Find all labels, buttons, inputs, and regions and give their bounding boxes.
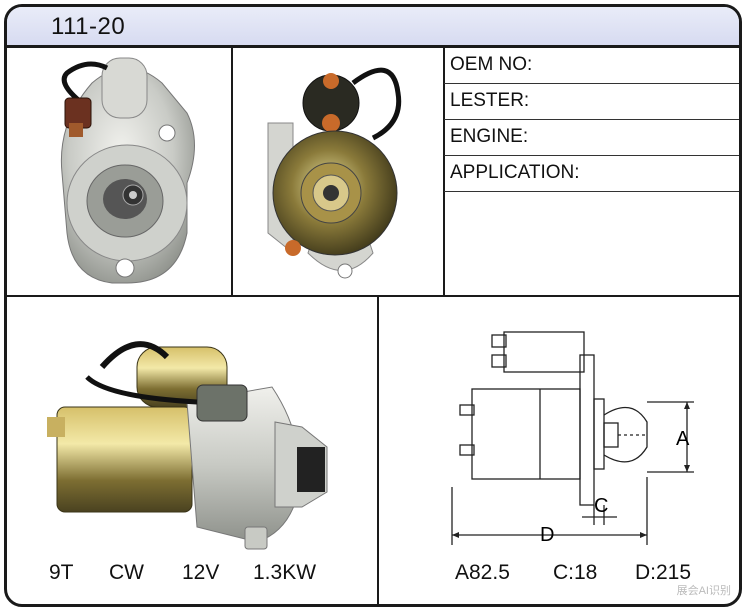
spec-oem-label: OEM NO: xyxy=(450,54,533,75)
divider-v-bottom xyxy=(377,295,379,604)
dimension-drawing: A C D xyxy=(451,331,694,546)
starter-front-photo xyxy=(60,57,195,284)
divider-v-2 xyxy=(443,45,445,295)
spec-application: APPLICATION: xyxy=(450,155,739,191)
spec-engine: ENGINE: xyxy=(450,119,739,155)
dimension-d-label: D xyxy=(540,524,554,546)
spec-line-1 xyxy=(444,83,739,84)
spec-oem: OEM NO: xyxy=(450,47,739,83)
dimension-a-label: A xyxy=(676,428,690,450)
dimension-d-value: D:215 xyxy=(635,561,692,584)
spec-lester: LESTER: xyxy=(450,83,739,119)
spec-engine-label: ENGINE: xyxy=(450,126,529,147)
spec-line-3 xyxy=(444,155,739,156)
watermark-text: 展会AI识别 xyxy=(676,585,731,597)
rating-rotation: CW xyxy=(109,561,144,584)
header-bar: 111-20 xyxy=(7,7,739,48)
divider-h-main xyxy=(7,295,739,297)
rating-teeth: 9T xyxy=(49,561,74,584)
dimension-c-label: C xyxy=(594,495,608,517)
spec-lester-label: LESTER: xyxy=(450,90,530,111)
starter-rear-photo xyxy=(267,67,402,279)
divider-v-1 xyxy=(231,45,233,295)
spec-application-label: APPLICATION: xyxy=(450,162,580,183)
dimension-a-value: A82.5 xyxy=(455,561,510,584)
starter-side-photo xyxy=(47,341,328,550)
rating-power: 1.3KW xyxy=(253,561,317,584)
spec-line-4 xyxy=(444,191,739,192)
spec-line-2 xyxy=(444,119,739,120)
product-card: 111-20 OEM NO: LESTER: ENGINE: APPLICATI… xyxy=(4,4,742,607)
dimension-c-value: C:18 xyxy=(553,561,598,584)
part-number-title: 111-20 xyxy=(51,13,126,40)
rating-voltage: 12V xyxy=(182,561,220,584)
